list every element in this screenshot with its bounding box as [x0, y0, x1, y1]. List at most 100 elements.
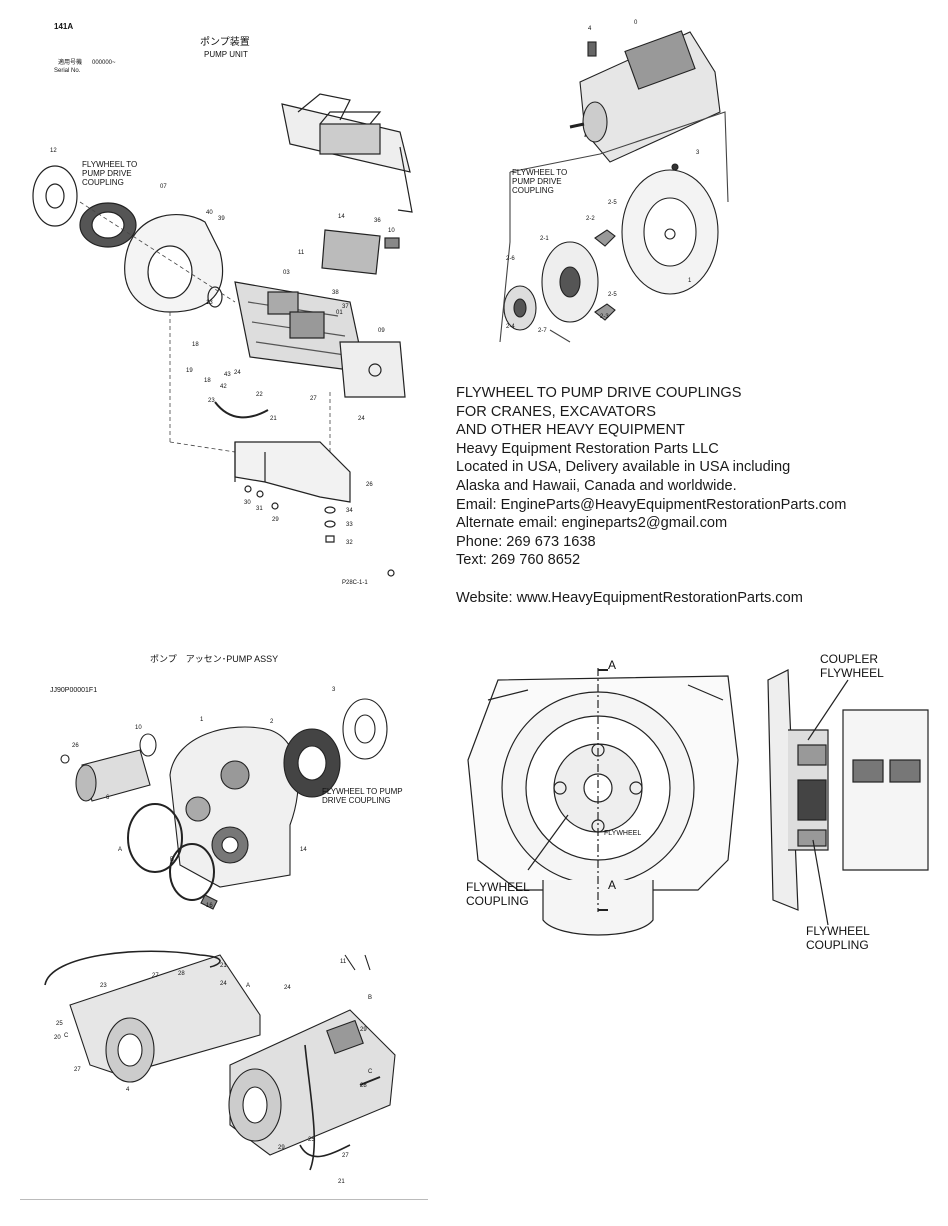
part-number-label: 36: [374, 218, 381, 224]
pump-assy-diagram: ポンプ アッセン･PUMP ASSY JJ90P00001F1 FLYWHEEL…: [20, 625, 428, 1200]
coupler-flywheel-callout: COUPLER FLYWHEEL: [820, 652, 884, 680]
part-number-label: 27: [152, 973, 159, 979]
part-number-label: 33: [346, 522, 353, 528]
part-number-label: 37: [342, 304, 349, 310]
part-number-label: 27: [310, 396, 317, 402]
part-number-label: 24: [284, 985, 291, 991]
part-number-label: 10: [135, 725, 142, 731]
pump-assy-title: ポンプ アッセン･PUMP ASSY: [150, 654, 279, 664]
part-number-label: 2-5: [608, 200, 617, 206]
part-number-label: 24: [234, 370, 241, 376]
part-number-label: 12: [50, 148, 57, 154]
part-number-label: 03: [283, 270, 290, 276]
page-code: 141A: [54, 22, 74, 31]
part-number-label: 24: [220, 981, 227, 987]
info-line: FOR CRANES, EXCAVATORS: [456, 403, 657, 420]
part-number-label: C: [368, 1069, 373, 1075]
part-number-label: 13: [206, 300, 213, 306]
pump-assy-code: JJ90P00001F1: [50, 687, 98, 694]
part-number-label: 19: [186, 368, 193, 374]
part-number-label: 21: [220, 963, 227, 969]
part-number-label: 20: [54, 1035, 61, 1041]
part-number-label: 4: [126, 1087, 130, 1093]
pump-unit-drawing: [32, 93, 413, 577]
part-number-label: 28: [360, 1083, 367, 1089]
part-number-label: 2-7: [538, 328, 547, 334]
part-number-label: 39: [218, 216, 225, 222]
part-number-label: 3: [332, 687, 336, 693]
part-number-label: 3: [696, 150, 700, 156]
part-number-label: A: [246, 983, 251, 989]
part-number-label: 23: [208, 398, 215, 404]
part-number-label: 25: [308, 1137, 315, 1143]
pump-assy-drawing: [44, 698, 396, 1171]
part-number-label: 42: [220, 384, 227, 390]
part-number-label: B: [368, 995, 373, 1001]
part-number-label: 1: [200, 717, 204, 723]
part-number-label: 29: [360, 1027, 367, 1033]
part-number-label: 01: [336, 310, 343, 316]
coupling-callout-right: FLYWHEEL TO PUMP DRIVE COUPLING: [512, 168, 568, 195]
part-number-label: 10: [388, 228, 395, 234]
part-number-label: 2-6: [506, 256, 515, 262]
part-number-label: 29: [272, 517, 279, 523]
part-number-label: 32: [346, 540, 353, 546]
part-number-label: 18: [204, 378, 211, 384]
part-number-label: 14: [300, 847, 307, 853]
part-number-label: 14: [338, 214, 345, 220]
part-number-label: 30: [244, 500, 251, 506]
footer-code: P28C-1-1: [342, 580, 368, 586]
part-number-label: 28: [178, 971, 185, 977]
flywheel-section-drawing: [467, 668, 929, 936]
part-number-label: 34: [346, 508, 353, 514]
part-number-label: 09: [378, 328, 385, 334]
part-number-label: 25: [56, 1021, 63, 1027]
part-number-label: 6: [106, 795, 110, 801]
pump-unit-diagram: 141A ポンプ装置 PUMP UNIT 適用号機 000000~ Serial…: [20, 12, 420, 602]
part-number-label: 27: [342, 1153, 349, 1159]
flywheel-label: FLYWHEEL: [604, 830, 642, 837]
part-number-label: 2-5: [608, 292, 617, 298]
part-number-label: 40: [206, 210, 213, 216]
title-en: PUMP UNIT: [204, 50, 248, 59]
part-number-label: 23: [100, 983, 107, 989]
part-number-label: 1: [688, 278, 692, 284]
part-number-label: 07: [160, 184, 167, 190]
part-number-label: 43: [224, 372, 231, 378]
part-number-label: 29: [278, 1145, 285, 1151]
part-number-label: B: [170, 857, 175, 863]
phone: Phone: 269 673 1638: [456, 533, 596, 550]
part-number-label: 11: [340, 959, 347, 965]
flywheel-coupling-callout-left: FLYWHEEL COUPLING: [466, 880, 530, 908]
part-number-label: 21: [338, 1179, 345, 1185]
part-number-label: A: [118, 847, 123, 853]
part-number-label: 26: [72, 743, 79, 749]
title-ja: ポンプ装置: [200, 37, 250, 48]
info-line: Alaska and Hawaii, Canada and worldwide.: [456, 477, 737, 494]
info-line: FLYWHEEL TO PUMP DRIVE COUPLINGS: [456, 385, 742, 401]
alternate-email: Alternate email: engineparts2@gmail.com: [456, 515, 728, 532]
section-a-bottom: A: [608, 878, 617, 892]
info-line: Located in USA, Delivery available in US…: [456, 459, 791, 476]
section-a-top: A: [608, 658, 617, 672]
flywheel-coupling-callout-right: FLYWHEEL COUPLING: [806, 924, 870, 952]
info-line: AND OTHER HEAVY EQUIPMENT: [456, 422, 685, 439]
part-number-label: C: [64, 1033, 69, 1039]
text-number: Text: 269 760 8652: [456, 552, 581, 569]
coupling-callout: FLYWHEEL TO PUMP DRIVE COUPLING: [82, 160, 138, 187]
part-number-label: 11: [298, 250, 305, 256]
part-number-label: 26: [366, 482, 373, 488]
serial-ja: 適用号機: [58, 60, 83, 66]
serial-en: Serial No.: [54, 68, 81, 74]
coupling-drawing: [499, 30, 729, 343]
serial-value: 000000~: [92, 60, 116, 66]
part-number-label: 16: [206, 903, 213, 909]
part-number-label: 31: [256, 506, 263, 512]
coupling-callout-assy: FLYWHEEL TO PUMP DRIVE COUPLING: [322, 787, 403, 805]
part-number-label: 21: [270, 416, 277, 422]
flywheel-section-diagram: A A FLYWHEEL FLYWHEEL COUPLING COUPLER F…: [458, 640, 938, 960]
seller-info: FLYWHEEL TO PUMP DRIVE COUPLINGS FOR CRA…: [456, 384, 926, 607]
email: Email: EngineParts@HeavyEquipmentRestora…: [456, 496, 847, 513]
company-name: Heavy Equipment Restoration Parts LLC: [456, 440, 719, 457]
